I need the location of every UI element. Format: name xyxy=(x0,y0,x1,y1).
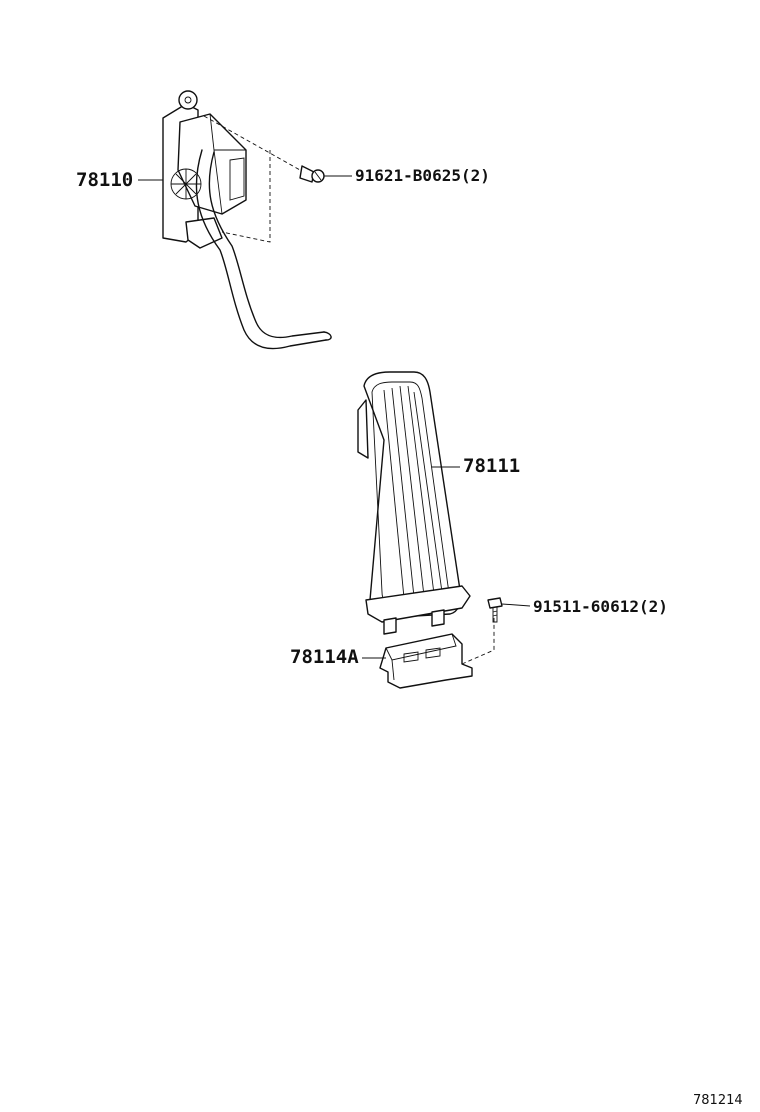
bolt-lower-icon[interactable] xyxy=(487,597,503,623)
bolt-upper-icon[interactable] xyxy=(299,165,325,183)
label-78114A: 78114A xyxy=(290,646,359,668)
leader-91511 xyxy=(501,603,531,607)
label-91621-B0625: 91621-B0625(2) xyxy=(355,166,490,185)
label-78110: 78110 xyxy=(76,169,133,191)
pedal-bracket[interactable] xyxy=(379,616,495,689)
accelerator-pedal-pad[interactable] xyxy=(357,371,471,635)
accelerator-pedal-assembly[interactable] xyxy=(162,90,332,350)
label-91511-60612: 91511-60612(2) xyxy=(533,597,668,616)
label-78111: 78111 xyxy=(463,455,520,477)
diagram-reference-number: 781214 xyxy=(693,1093,743,1108)
